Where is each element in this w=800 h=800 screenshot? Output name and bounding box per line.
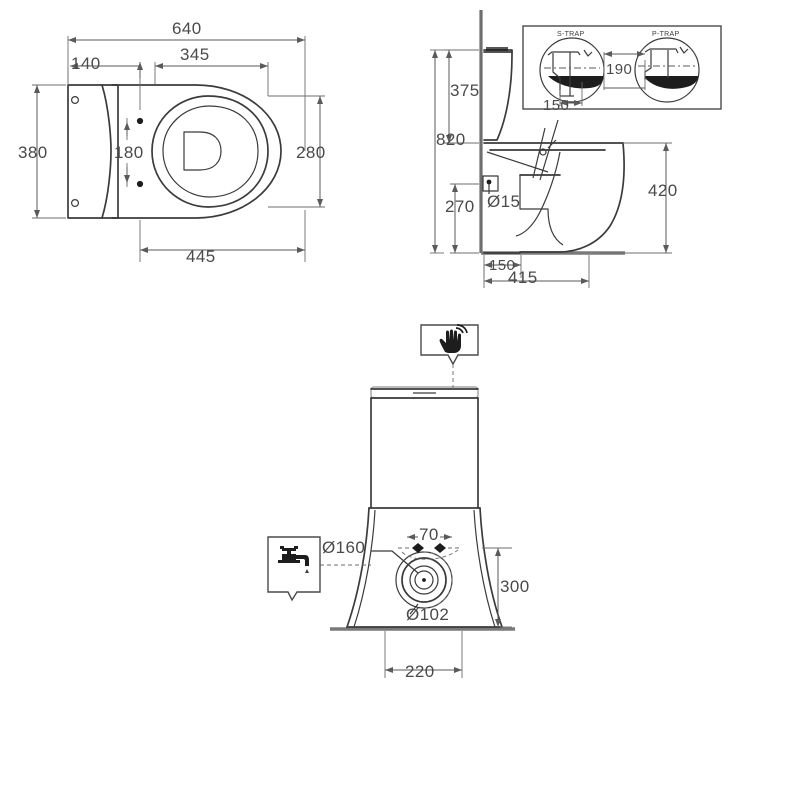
rear-soil-outlet <box>395 551 453 609</box>
side-bowl-height-dimension: 420 <box>600 142 678 254</box>
plan-overall-width-dimension: 380 <box>18 84 66 219</box>
plan-fixing-hole-bottom <box>70 199 79 208</box>
s-trap-label: S-TRAP <box>557 31 584 38</box>
touchless-flush-sensor-callout <box>420 324 479 389</box>
plan-seat-length-dimension: 345 <box>154 45 269 96</box>
plan-dim-bolt-spacing: 180 <box>114 143 144 162</box>
side-inlet-height-dimension: 270 <box>445 183 479 254</box>
plan-dim-bolt-offset: 140 <box>71 54 101 73</box>
rear-cistern-body <box>370 386 479 509</box>
rear-pedestal <box>346 507 503 628</box>
side-inlet-valve <box>482 175 499 194</box>
rear-base-width-dimension: 220 <box>384 631 463 681</box>
plan-bolt-offset-dimension: 140 <box>67 54 143 110</box>
rear-dim-outlet-diameter: Ø102 <box>406 605 449 624</box>
water-inlet-callout <box>267 536 371 602</box>
side-dim-inlet-height: 270 <box>445 197 475 216</box>
plan-bolt-spacing-dimension: 180 <box>114 117 144 188</box>
rear-bolt-spacing-dimension: 70 <box>398 525 462 560</box>
side-dim-bowl-height: 420 <box>648 181 678 200</box>
rear-recess-diameter-callout: Ø160 <box>322 538 419 574</box>
water-tap-icon <box>278 546 309 573</box>
p-trap-dim: 190 <box>606 61 632 78</box>
side-cistern <box>483 47 513 141</box>
plan-dim-bowl-width: 280 <box>296 143 326 162</box>
rear-elevation-view: 70 Ø160 Ø102 300 220 <box>267 324 530 681</box>
rear-dim-outlet-height: 300 <box>500 577 530 596</box>
side-overall-depth-dimension: 415 <box>483 255 590 288</box>
side-dim-overall-depth: 415 <box>508 268 538 287</box>
plan-dim-overall-length: 640 <box>172 19 202 38</box>
side-dim-cistern-height: 375 <box>450 81 480 100</box>
plan-view: 180 640 345 140 380 <box>18 19 326 266</box>
plan-dim-overall-width: 380 <box>18 143 48 162</box>
side-dim-outlet-offset: 150 <box>489 257 515 274</box>
side-bowl <box>483 119 625 254</box>
plan-dim-bowl-length: 445 <box>186 247 216 266</box>
side-elevation-view: S-TRAP 150 P-TRAP <box>430 10 722 288</box>
rear-outlet-diameter-callout: Ø102 <box>406 603 449 624</box>
side-cistern-height-dimension: 375 <box>444 49 480 144</box>
plan-bowl-length-dimension: 445 <box>139 210 306 266</box>
p-trap-label: P-TRAP <box>652 31 679 38</box>
rear-outlet-height-dimension: 300 <box>482 547 530 628</box>
side-dim-overall-height: 820 <box>436 130 466 149</box>
hand-wave-sensor-icon <box>439 324 468 353</box>
trap-detail-box: S-TRAP 150 P-TRAP <box>522 25 722 114</box>
s-trap-dim: 150 <box>543 97 569 114</box>
side-dim-inlet-diameter: Ø15 <box>487 192 520 211</box>
plan-fixing-hole-top <box>70 95 79 104</box>
rear-dim-recess-diameter: Ø160 <box>322 538 365 557</box>
plan-bowl-width-dimension: 280 <box>268 95 326 208</box>
side-overall-height-dimension: 820 <box>430 49 466 254</box>
plan-dim-seat-length: 345 <box>180 45 210 64</box>
plan-overall-length-dimension: 640 <box>67 19 306 151</box>
p-trap-detail: P-TRAP 190 <box>603 31 700 103</box>
plan-toilet-outline <box>67 84 282 219</box>
rear-dim-base-width: 220 <box>405 662 435 681</box>
rear-dim-bolt-spacing: 70 <box>419 525 439 544</box>
